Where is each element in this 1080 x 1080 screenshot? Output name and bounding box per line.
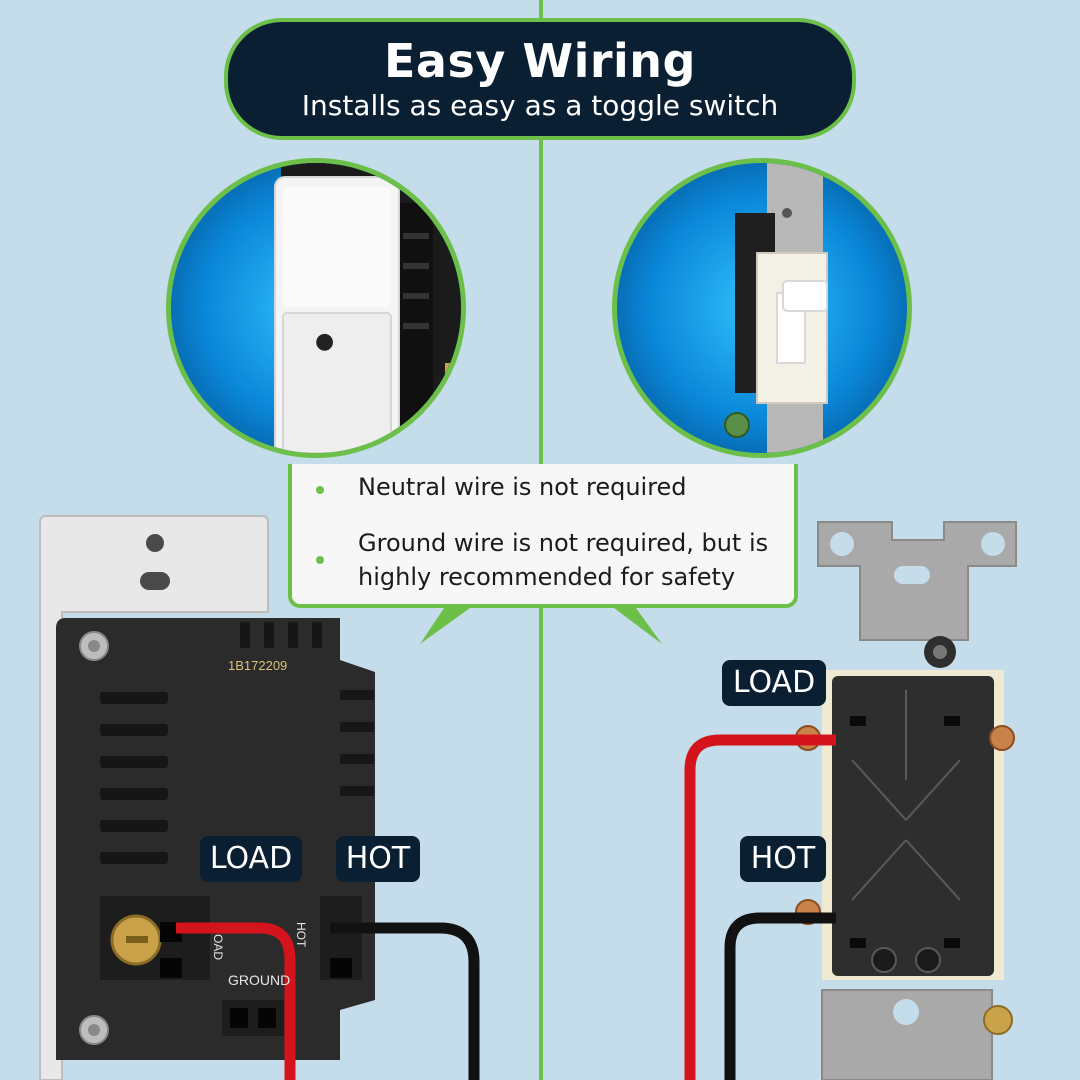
left-model-code: 1B172209: [228, 658, 287, 673]
feature-bullet-1: [316, 486, 324, 494]
left-hot-wire: [330, 922, 480, 1080]
left-hot-side-label: HOT: [294, 922, 308, 948]
left-load-tag: LOAD: [200, 836, 302, 882]
right-hot-wire: [724, 912, 836, 1080]
left-load-side-label: OAD: [211, 934, 225, 960]
left-load-wire: [176, 922, 296, 1080]
right-load-tag: LOAD: [722, 660, 826, 706]
title-banner: Easy Wiring Installs as easy as a toggle…: [224, 18, 856, 140]
left-hot-tag: HOT: [336, 836, 420, 882]
left-ground-label: GROUND: [228, 972, 290, 988]
feature-bullet-2: [316, 556, 324, 564]
feature-ground-text: Ground wire is not required, but is high…: [358, 529, 769, 591]
banner-title: Easy Wiring: [384, 34, 696, 88]
right-hot-tag: HOT: [740, 836, 826, 882]
toggle-switch-closeup: .: [612, 158, 912, 458]
feature-neutral-text: Neutral wire is not required: [358, 473, 687, 501]
right-load-wire: [684, 734, 836, 1080]
left-mounting-strap: [39, 515, 269, 1080]
motion-switch-closeup: ●: [166, 158, 466, 458]
right-switch-body: [832, 676, 994, 976]
light-bulb-icon: ●: [315, 329, 335, 354]
right-toggle-switch-device: [684, 521, 1017, 1080]
banner-subtitle: Installs as easy as a toggle switch: [301, 89, 779, 122]
feature-callout: Neutral wire is not required Ground wire…: [288, 464, 798, 608]
